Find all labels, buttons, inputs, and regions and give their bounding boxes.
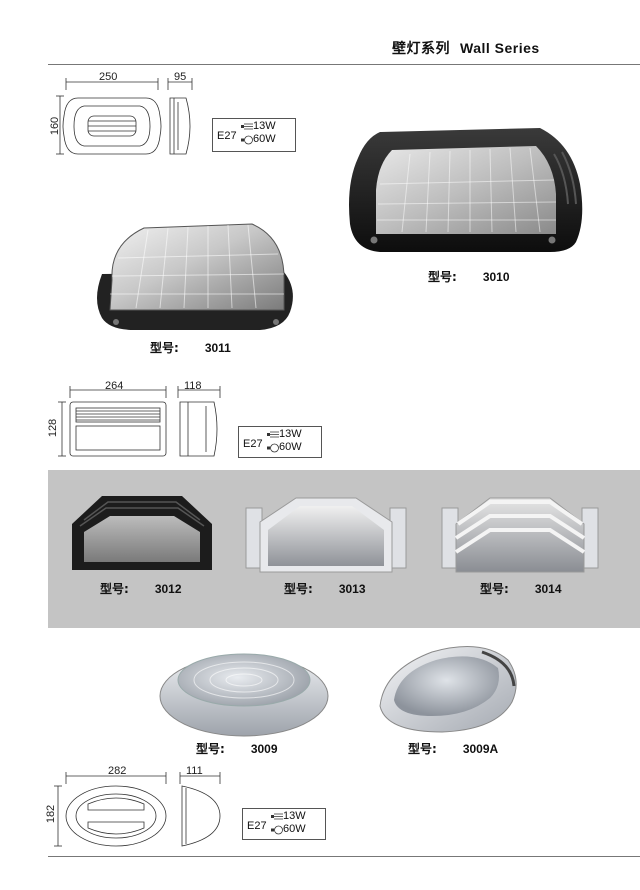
model-code: 3010	[482, 270, 510, 284]
cfl-bulb-icon	[241, 123, 253, 130]
drawing-2	[50, 376, 230, 462]
model-3012: 型号: 3012	[100, 580, 182, 597]
drawing-1-lines	[56, 78, 193, 155]
socket-type: E27	[217, 130, 237, 142]
model-label: 型号:	[196, 742, 225, 756]
header-rule	[48, 64, 640, 65]
model-3011: 型号: 3011	[150, 339, 231, 356]
lamp-3013-image	[245, 497, 407, 573]
watt-incandescent: 60W	[253, 133, 276, 145]
model-label: 型号:	[284, 582, 313, 596]
lamp-3009-image	[159, 653, 329, 737]
drawing-2-width: 264	[105, 380, 124, 392]
model-3014: 型号: 3014	[480, 580, 562, 597]
model-code: 3009	[250, 742, 278, 756]
watt-incandescent: 60W	[283, 823, 306, 835]
model-code: 3012	[154, 582, 182, 596]
drawing-3-lines	[54, 772, 221, 847]
model-label: 型号:	[408, 742, 437, 756]
drawing-1-depth: 95	[174, 71, 187, 83]
lamp-3011	[88, 214, 302, 334]
watt-cfl: 13W	[283, 810, 306, 822]
model-3009a: 型号: 3009A	[408, 740, 498, 757]
lamp-3012-image	[72, 496, 212, 570]
watt-cfl: 13W	[253, 120, 276, 132]
cfl-bulb-icon	[271, 813, 283, 820]
model-3010: 型号: 3010	[428, 268, 510, 285]
lamp-3009a-image	[379, 646, 517, 733]
drawing-2-depth: 118	[184, 380, 202, 392]
watt-incandescent: 60W	[279, 441, 302, 453]
incandescent-bulb-icon	[241, 135, 253, 145]
spec-box-1: E27 13W 60W	[212, 118, 296, 152]
model-3013: 型号: 3013	[284, 580, 366, 597]
model-code: 3014	[534, 582, 562, 596]
drawing-1	[50, 68, 210, 168]
model-label: 型号:	[100, 582, 129, 596]
model-code: 3011	[204, 341, 231, 355]
incandescent-bulb-icon	[271, 825, 283, 835]
model-code: 3009A	[462, 742, 499, 756]
watt-cfl: 13W	[279, 428, 302, 440]
cfl-bulb-icon	[267, 431, 279, 438]
lamp-3013	[244, 492, 408, 576]
drawing-3-depth: 111	[186, 765, 203, 777]
model-label: 型号:	[428, 270, 457, 284]
lamp-3010-image	[349, 128, 583, 252]
spec-box-2: E27 13W 60W	[238, 426, 322, 458]
socket-type: E27	[243, 438, 263, 450]
drawing-2-lines	[58, 386, 221, 457]
page-title: 壁灯系列 Wall Series	[392, 38, 540, 58]
socket-type: E27	[247, 820, 267, 832]
title-english: Wall Series	[460, 40, 540, 56]
model-label: 型号:	[150, 341, 179, 355]
drawing-3-width: 282	[108, 765, 127, 777]
lamp-3009a	[372, 640, 522, 736]
footer-rule	[48, 856, 640, 857]
model-3009: 型号: 3009	[196, 740, 278, 757]
model-label: 型号:	[480, 582, 509, 596]
incandescent-bulb-icon	[267, 443, 279, 453]
drawing-2-height: 128	[47, 418, 60, 438]
lamp-3014-image	[441, 497, 599, 573]
drawing-1-height: 160	[49, 116, 62, 136]
drawing-3	[52, 764, 232, 848]
title-chinese: 壁灯系列	[392, 41, 450, 57]
drawing-3-height: 182	[45, 804, 58, 824]
lamp-3009	[156, 644, 332, 740]
spec-box-3: E27 13W 60W	[242, 808, 326, 840]
lamp-3012	[62, 490, 222, 574]
model-code: 3013	[338, 582, 366, 596]
lamp-3011-image	[97, 223, 293, 330]
lamp-3014	[440, 492, 600, 576]
lamp-3010	[340, 124, 590, 264]
drawing-1-width: 250	[99, 71, 118, 83]
